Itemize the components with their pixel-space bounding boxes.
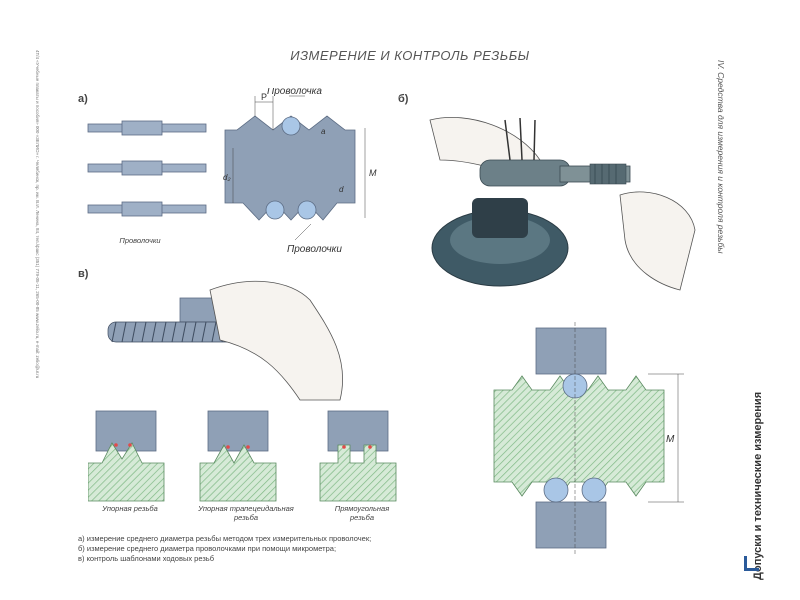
- callout-top: Проволочка: [267, 88, 322, 97]
- label-b: б): [398, 93, 409, 105]
- wire-circle: [281, 116, 301, 136]
- dim-m-main: M: [666, 434, 675, 445]
- side-title-sub: IV. Средства для измерения и контроля ре…: [716, 60, 726, 254]
- page-title: ИЗМЕРЕНИЕ И КОНТРОЛЬ РЕЗЬБЫ: [290, 48, 530, 63]
- wire-circle: [297, 200, 317, 220]
- wire-circle: [581, 477, 607, 503]
- thread-profile-main: M: [493, 322, 684, 556]
- publisher-logo: [744, 556, 759, 571]
- dim-d: d: [339, 185, 344, 194]
- side-title-main: Допуски и технические измерения: [752, 391, 764, 580]
- wire-circle: [543, 477, 569, 503]
- thread-profile-a: P a d₂ d M Проволочка Проволочки: [223, 88, 377, 255]
- label-c: в): [78, 268, 89, 280]
- callout-bottom: Проволочки: [287, 244, 342, 255]
- wire-circle: [265, 200, 285, 220]
- legend: а) измерение среднего диаметра резьбы ме…: [78, 534, 371, 564]
- label-a: а): [78, 93, 88, 105]
- wire-rods-figure: [87, 120, 207, 217]
- gauge-profiles: [88, 410, 397, 502]
- dim-a: a: [321, 127, 326, 136]
- hand-gauge: [209, 280, 344, 401]
- thread-gauge-figure: [107, 280, 344, 401]
- profile-caption-1: Упорная резьба: [102, 504, 158, 513]
- legend-item: б) измерение среднего диаметра проволочк…: [78, 544, 337, 553]
- side-publisher-text: 4Т/4 «Учебные плакаты и пособия» 000 «ЗЕ…: [35, 50, 40, 379]
- profile-caption-2: Упорная трапецеидальная резьба: [198, 504, 294, 522]
- profile-caption-3: Прямоугольная резьба: [334, 504, 390, 522]
- dim-p: P: [261, 92, 267, 102]
- wires-caption: Проволочки: [119, 236, 161, 245]
- legend-item: в) контроль шаблонами ходовых резьб: [78, 554, 214, 563]
- legend-item: а) измерение среднего диаметра резьбы ме…: [78, 534, 372, 543]
- dim-m: M: [369, 168, 377, 178]
- hand-right: [619, 191, 696, 291]
- dim-d2: d₂: [223, 173, 231, 182]
- micrometer-figure: [429, 117, 696, 291]
